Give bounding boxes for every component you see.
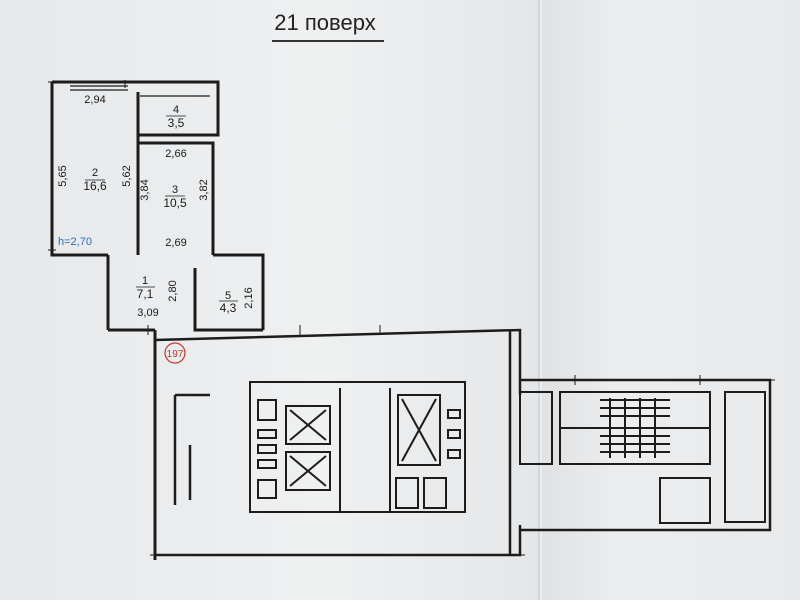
dim-room2-top: 2,94 — [84, 94, 105, 106]
room-4-number: 4 — [173, 104, 179, 116]
room-2-number: 2 — [92, 167, 98, 179]
title-underline — [272, 40, 384, 42]
page-fold — [538, 0, 542, 600]
room-3-number: 3 — [172, 184, 178, 196]
apartment-number-marker — [164, 342, 186, 364]
dim-room1-bottom: 3,09 — [137, 307, 158, 319]
dimension-ticks — [48, 80, 775, 556]
dim-room3-bottom: 2,69 — [165, 237, 186, 249]
room-1-area: 7,1 — [137, 287, 154, 301]
dim-room2-left: 5,65 — [57, 165, 69, 186]
apartment-walls — [50, 80, 265, 560]
paper-right-page — [540, 0, 800, 600]
dim-room2-right: 5,62 — [121, 165, 133, 186]
elevator-core — [249, 381, 466, 513]
dim-room3-top: 2,66 — [165, 148, 186, 160]
room-5-number: 5 — [225, 290, 231, 302]
room-3-area: 10,5 — [163, 196, 187, 210]
room-5-area: 4,3 — [220, 301, 237, 315]
room-1-number: 1 — [142, 275, 148, 287]
paper-left-page — [0, 0, 540, 600]
windows — [70, 85, 210, 97]
dim-room1-right: 2,80 — [167, 280, 179, 301]
room-2-area: 16,6 — [83, 179, 107, 193]
corridor-walls — [154, 328, 772, 557]
stairwell — [519, 391, 766, 524]
ceiling-height-label: h=2,70 — [58, 236, 92, 248]
room-4-area: 3,5 — [168, 116, 185, 130]
floor-title: 21 поверх — [274, 10, 376, 35]
apartment-number: 197 — [167, 349, 184, 360]
dim-room3-right: 3,82 — [198, 179, 210, 200]
dim-room3-left: 3,84 — [139, 179, 151, 200]
dim-room5-right: 2,16 — [243, 287, 255, 308]
